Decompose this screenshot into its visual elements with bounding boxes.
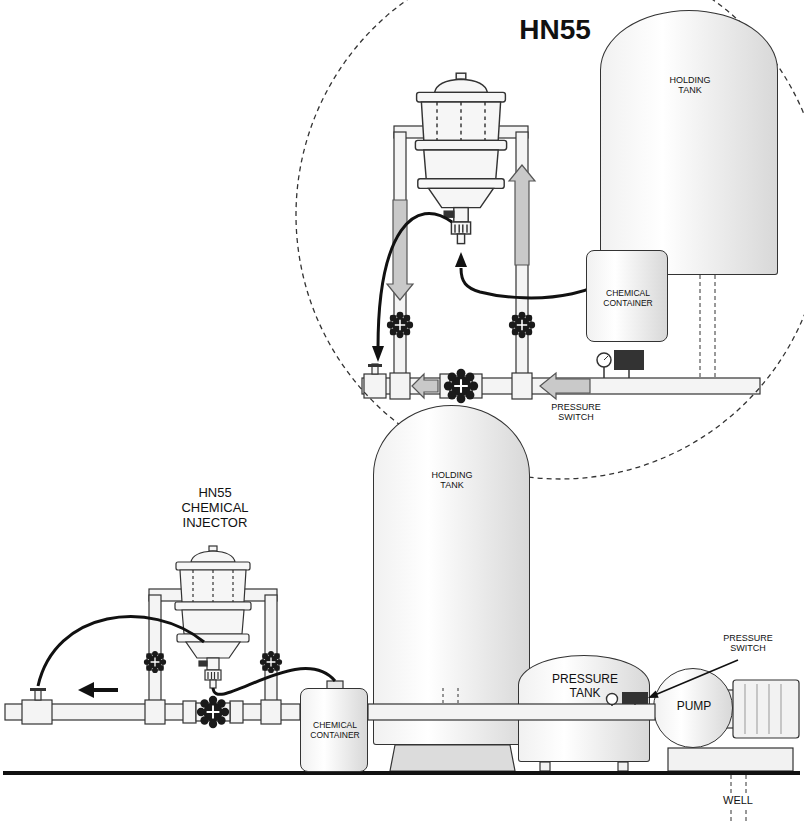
holding-tank: HOLDING TANK: [373, 405, 530, 745]
chemical-container: CHEMICAL CONTAINER: [300, 688, 368, 772]
node-label: PRESSURE TANK: [544, 673, 626, 701]
node-label: CHEMICAL CONTAINER: [592, 289, 664, 309]
pump: PUMP: [653, 668, 733, 748]
node-label: HOLDING TANK: [665, 75, 715, 96]
node-label: CHEMICAL CONTAINER: [303, 721, 367, 741]
node-label: HOLDING TANK: [427, 470, 477, 491]
part-label: PRESSURE SWITCH: [545, 402, 607, 423]
part-label: PRESSURE SWITCH: [717, 633, 779, 654]
part-label: WELL: [718, 794, 758, 807]
part-label: HN55 CHEMICAL INJECTOR: [172, 486, 258, 531]
chemical-container: CHEMICAL CONTAINER: [586, 250, 668, 342]
holding-tank: HOLDING TANK: [600, 10, 778, 275]
node-label: PUMP: [659, 700, 729, 714]
inset-heading: HN55: [500, 14, 610, 46]
